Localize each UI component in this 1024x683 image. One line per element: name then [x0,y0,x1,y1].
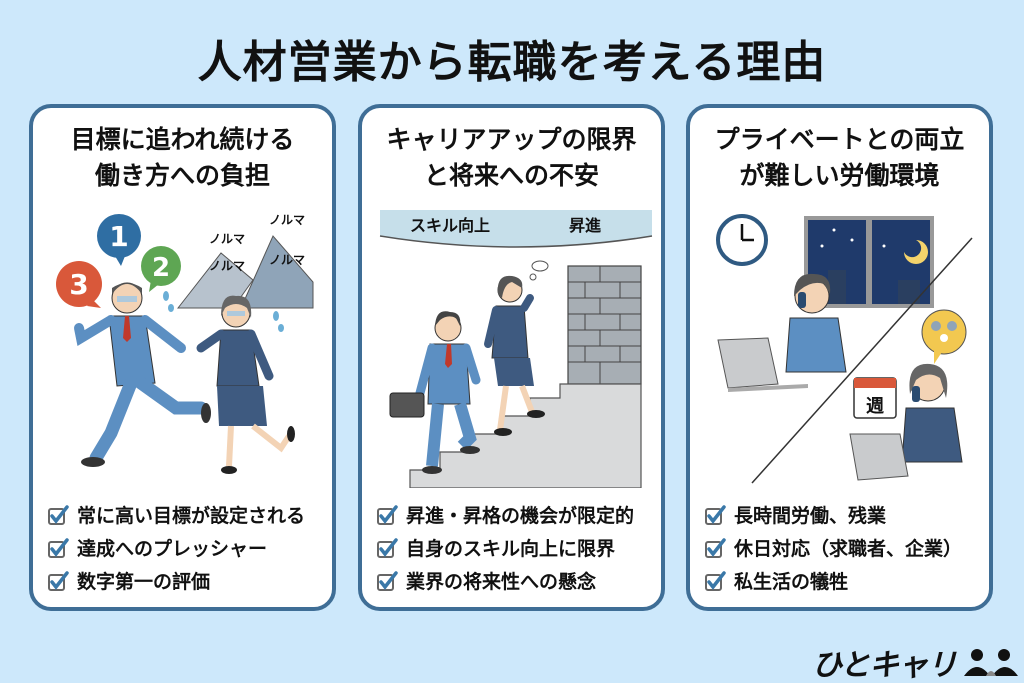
sweat-drops-icon [163,291,284,332]
clock-icon [716,214,768,266]
checkbox-checked-icon [48,504,69,525]
climbing-man-icon [389,311,481,474]
running-woman-icon [196,295,295,474]
page-title: 人材営業から転職を考える理由 [197,37,827,88]
svg-text:ノルマ: ノルマ [209,259,245,273]
list-item: 自身のスキル向上に限界 [376,531,634,564]
man-on-phone-icon [717,273,847,392]
bubble-1-icon: 1 [97,214,141,266]
reason-list: 長時間労働、残業 休日対応（求職者、企業） 私生活の犠牲 [704,498,962,597]
stairs-to-wall-illustration: スキル向上 昇進 [379,210,653,488]
list-item: 昇進・昇格の機会が限定的 [376,498,634,531]
checkbox-checked-icon [48,570,69,591]
logo-text: ひとキャリ [812,648,957,683]
calendar-weekend-icon: 週 [853,377,897,419]
svg-text:スキル向上: スキル向上 [410,216,490,235]
card-title: キャリアアップの限界 と将来への不安 [386,125,637,190]
svg-text:ノルマ: ノルマ [209,232,245,246]
svg-text:1: 1 [109,220,128,253]
checkbox-checked-icon [705,537,726,558]
svg-text:ノルマ: ノルマ [269,253,305,267]
list-item: 常に高い目標が設定される [47,498,305,531]
career-banner: スキル向上 昇進 [379,210,653,248]
night-window-icon [804,216,934,308]
card-work-life-balance: プライベートとの両立 が難しい労働環境 [686,104,993,611]
list-item: 長時間労働、残業 [704,498,962,531]
people-icon [964,649,1019,676]
reason-list: 常に高い目標が設定される 達成へのプレッシャー 数字第一の評価 [47,498,305,597]
svg-text:2: 2 [152,253,170,283]
card-goal-pressure: 目標に追われ続ける 働き方への負担 1 2 3 ノルマ ノルマ ノルマ ノルマ [29,104,336,611]
bubble-2-icon: 2 [141,246,181,292]
svg-text:ノルマ: ノルマ [269,213,305,227]
woman-on-phone-icon [849,363,963,481]
list-item: 休日対応（求職者、企業） [704,531,962,564]
checkbox-checked-icon [377,537,398,558]
list-item: 達成へのプレッシャー [47,531,305,564]
checkbox-checked-icon [48,537,69,558]
divider-line [751,237,973,484]
checkbox-checked-icon [705,504,726,525]
list-item: 数字第一の評価 [47,564,305,597]
svg-text:週: 週 [866,396,884,417]
running-man-icon [74,282,211,467]
overtime-and-weekend-work-illustration: 週 [716,214,973,484]
climbing-woman-icon [484,260,549,436]
checkbox-checked-icon [377,504,398,525]
card-career-limits: キャリアアップの限界 と将来への不安 スキル向上 昇進 [358,104,665,611]
card-title: プライベートとの両立 が難しい労働環境 [714,125,965,190]
reason-list: 昇進・昇格の機会が限定的 自身のスキル向上に限界 業界の将来性への懸念 [376,498,634,597]
running-stressed-workers-illustration: 1 2 3 ノルマ ノルマ ノルマ ノルマ [56,213,314,474]
quota-mountains-icon: ノルマ ノルマ ノルマ ノルマ [176,213,314,309]
svg-text:3: 3 [69,268,88,301]
brick-wall-icon [567,265,642,385]
checkbox-checked-icon [377,570,398,591]
brand-logo: ひとキャリ [812,640,1020,683]
list-item: 私生活の犠牲 [704,564,962,597]
bubble-3-icon: 3 [56,261,102,308]
svg-text:昇進: 昇進 [569,216,601,235]
card-title: 目標に追われ続ける 働き方への負担 [70,125,295,190]
family-bubble-icon [921,309,967,364]
list-item: 業界の将来性への懸念 [376,564,634,597]
checkbox-checked-icon [705,570,726,591]
